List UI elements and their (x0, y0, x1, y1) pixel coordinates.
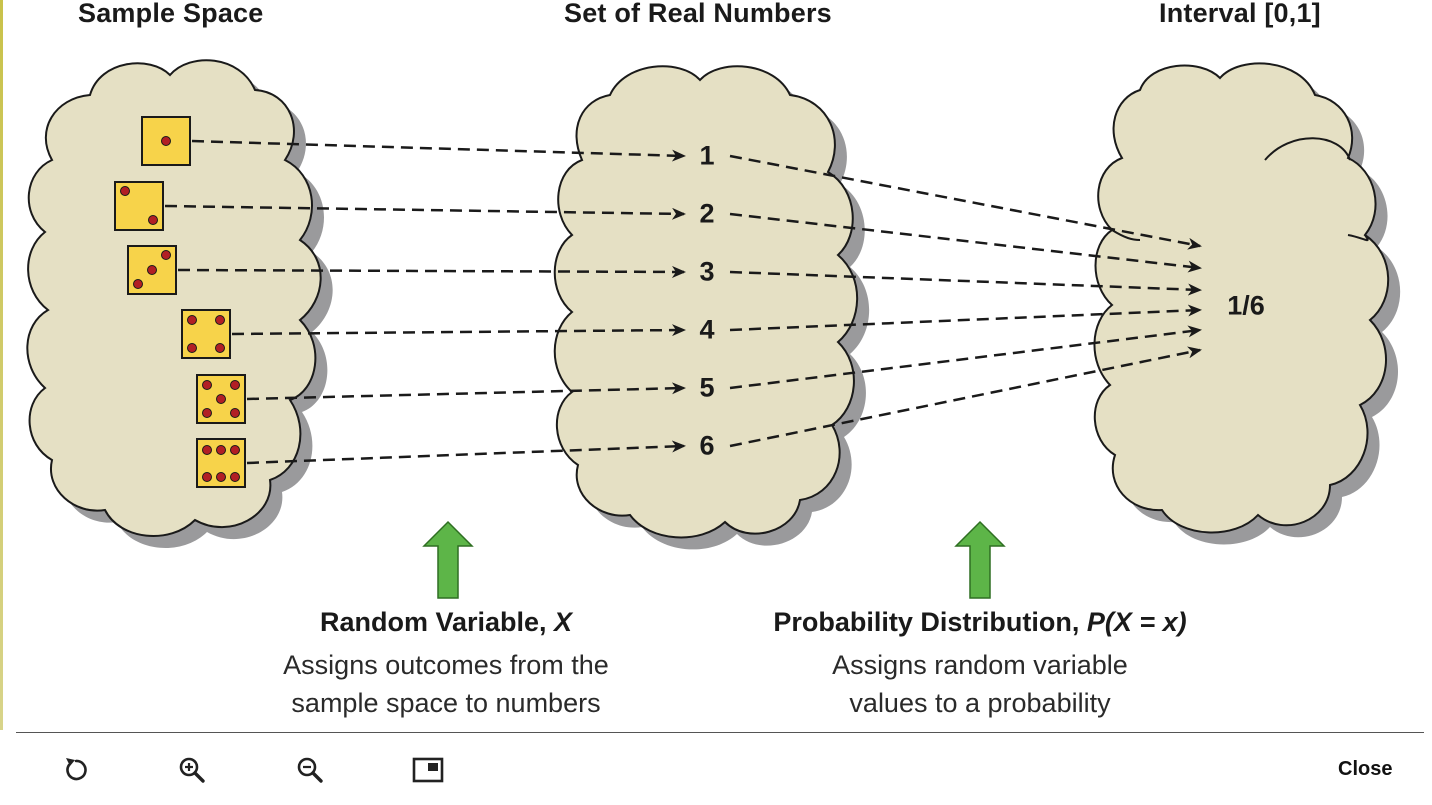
die-1 (141, 116, 191, 166)
arrow-5-to-prob (729, 325, 1202, 390)
number-label-1: 1 (699, 140, 715, 171)
real-numbers-cloud (553, 65, 870, 550)
zoom-out-button[interactable] (290, 750, 330, 790)
probability-distribution-caption: Probability Distribution, P(X = x) Assig… (730, 607, 1230, 722)
left-edge-strip (0, 0, 3, 730)
arrow-die3-to-3 (177, 265, 686, 278)
number-label-2: 2 (699, 198, 715, 229)
arrow-die5-to-5 (246, 382, 686, 401)
probability-diagram (26, 59, 1401, 599)
zoom-out-icon (297, 757, 323, 783)
random-variable-up-arrow (422, 520, 474, 599)
interval-title: Interval [0,1] (1159, 0, 1321, 28)
number-label-4: 4 (699, 314, 715, 345)
die-5 (196, 374, 246, 424)
arrow-die1-to-1 (191, 139, 686, 162)
probability-up-arrow (954, 520, 1006, 599)
number-label-6: 6 (699, 430, 715, 461)
probability-distribution-line-1: Assigns random variable (832, 650, 1128, 680)
arrow-4-to-prob (729, 304, 1202, 332)
random-variable-arrows (164, 139, 686, 465)
interval-cloud (1093, 62, 1401, 545)
die-2 (114, 181, 164, 231)
arrow-die2-to-2 (164, 204, 686, 220)
random-variable-line-2: sample space to numbers (291, 688, 601, 718)
arrow-3-to-prob (729, 270, 1202, 296)
fit-window-icon (412, 757, 444, 783)
reset-button[interactable] (56, 750, 96, 790)
sample-space-title: Sample Space (78, 0, 264, 28)
number-label-5: 5 (699, 372, 715, 403)
arrow-1-to-prob (729, 154, 1202, 250)
arrow-6-to-prob (729, 346, 1202, 448)
probability-value: 1/6 (1227, 290, 1265, 321)
random-variable-heading: Random Variable, X (319, 607, 573, 637)
arrow-2-to-prob (729, 212, 1202, 273)
die-4 (181, 309, 231, 359)
zoom-in-icon (179, 757, 205, 783)
reset-icon (66, 758, 87, 781)
number-label-3: 3 (699, 256, 715, 287)
toolbar-divider (16, 732, 1424, 733)
real-numbers-title: Set of Real Numbers (564, 0, 832, 28)
probability-distribution-line-2: values to a probability (849, 688, 1111, 718)
probability-distribution-heading: Probability Distribution, P(X = x) (773, 607, 1187, 637)
zoom-in-button[interactable] (172, 750, 212, 790)
die-6 (196, 438, 246, 488)
random-variable-caption: Random Variable, X Assigns outcomes from… (240, 607, 652, 722)
fit-window-button[interactable] (408, 750, 448, 790)
die-3 (127, 245, 177, 295)
arrow-die6-to-6 (246, 440, 686, 465)
close-button[interactable]: Close (1338, 758, 1393, 780)
random-variable-line-1: Assigns outcomes from the (283, 650, 609, 680)
probability-arrows (729, 154, 1202, 448)
